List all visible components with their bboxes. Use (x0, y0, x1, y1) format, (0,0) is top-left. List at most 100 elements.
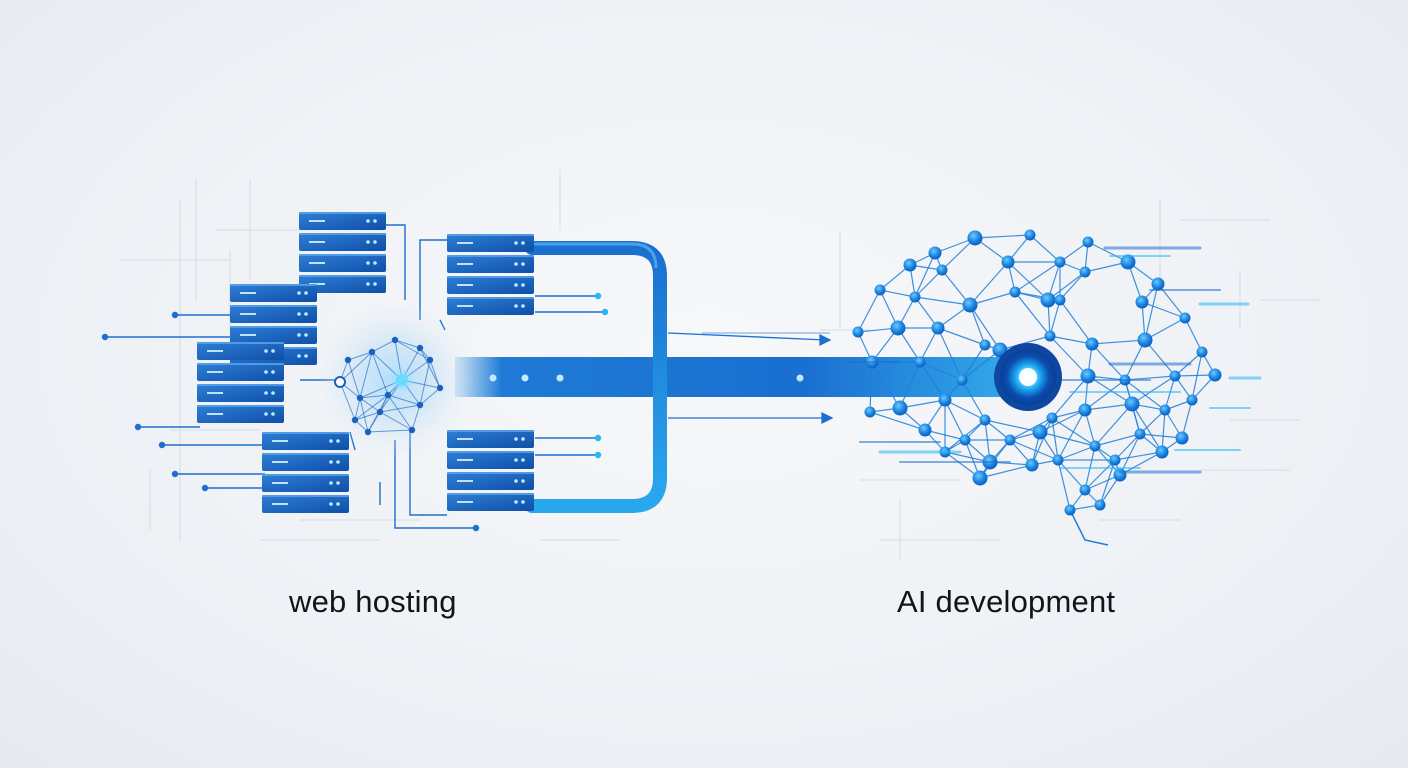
server-led (373, 282, 377, 286)
hub-link (394, 339, 421, 349)
brain-link (944, 399, 986, 421)
brain-node (1079, 266, 1091, 278)
hub-link (371, 351, 389, 396)
brain-link (1174, 374, 1216, 377)
brain-link (979, 464, 1033, 479)
server-led (271, 412, 275, 416)
server-edge (447, 297, 534, 299)
brain-link (1049, 299, 1061, 337)
server-edge (447, 451, 534, 453)
server-led (271, 349, 275, 353)
server-led (521, 241, 525, 245)
brain-node (1052, 454, 1064, 466)
server-led (521, 262, 525, 266)
server-led (336, 460, 340, 464)
brain-node (1113, 468, 1127, 482)
brain-link (974, 234, 1031, 239)
brain-link (1014, 291, 1051, 337)
server-edge (262, 495, 349, 497)
brain-link (969, 261, 1009, 306)
server-led (514, 458, 518, 462)
brain-link (879, 264, 911, 291)
hub-link (359, 379, 403, 399)
hub-link (419, 387, 441, 406)
connection-line (394, 440, 476, 529)
server-edge (197, 384, 284, 386)
brain-link (984, 419, 1041, 433)
server-led (304, 354, 308, 358)
server-unit (299, 212, 386, 230)
brain-link (1144, 339, 1176, 377)
brain-link (899, 361, 921, 409)
brain-node (1124, 396, 1140, 412)
server-led (521, 458, 525, 462)
hub-link (371, 351, 403, 381)
hub-node (356, 394, 364, 402)
brain-link (1131, 375, 1176, 405)
brain-node (979, 339, 991, 351)
server-unit (230, 326, 317, 344)
brain-node (962, 297, 978, 313)
hub-core-glow (392, 370, 412, 390)
brain-node (928, 246, 942, 260)
brain-link (1007, 261, 1049, 301)
server-edge (447, 493, 534, 495)
hub-link (419, 347, 441, 389)
brain-node (938, 393, 952, 407)
brain-node (1179, 312, 1191, 324)
server-led (304, 333, 308, 337)
connection-endpoint (171, 470, 179, 478)
brain-link (944, 399, 966, 441)
brain-link (1114, 433, 1141, 461)
brain-link (969, 304, 1001, 351)
brain-link (961, 344, 986, 381)
server-unit (262, 432, 349, 450)
server-edge (447, 276, 534, 278)
brain-link (1084, 403, 1133, 411)
server-unit (447, 234, 534, 252)
brain-link (1014, 261, 1061, 293)
brain-node (956, 374, 968, 386)
hub-link (359, 397, 369, 433)
server-led (366, 219, 370, 223)
brain-link (1049, 335, 1093, 345)
brain-node (1120, 254, 1136, 270)
brain-link (1009, 417, 1053, 441)
brain-link (1094, 403, 1133, 447)
server-edge (262, 474, 349, 476)
brain-node (903, 258, 917, 272)
brain-link (1141, 301, 1186, 319)
brain-link (1144, 317, 1186, 341)
hub-node (364, 428, 372, 436)
brain-link (914, 252, 936, 298)
hub-node (416, 344, 424, 352)
connection-line (419, 239, 447, 320)
server-edge (197, 405, 284, 407)
brain-node (874, 284, 886, 296)
brain-node (1001, 255, 1015, 269)
brain-node (1025, 458, 1039, 472)
brain-node (864, 406, 876, 418)
server-led (329, 481, 333, 485)
server-unit (197, 363, 284, 381)
brain-link (1139, 433, 1183, 439)
brain-node (1134, 428, 1146, 440)
server-led (329, 439, 333, 443)
brain-node (1009, 286, 1021, 298)
server-led (271, 391, 275, 395)
brain-link (944, 451, 991, 463)
brain-node (1135, 295, 1149, 309)
brain-node (979, 414, 991, 426)
connection-endpoint (201, 484, 209, 492)
server-led (521, 500, 525, 504)
connection-endpoint (134, 423, 142, 431)
hub-link (354, 397, 361, 421)
brain-link (969, 291, 1016, 306)
brain-node (967, 230, 983, 246)
server-unit (447, 451, 534, 469)
hub-link (379, 404, 421, 413)
server-led (264, 391, 268, 395)
brain-node (1080, 368, 1096, 384)
server-unit (262, 495, 349, 513)
server-led (521, 283, 525, 287)
